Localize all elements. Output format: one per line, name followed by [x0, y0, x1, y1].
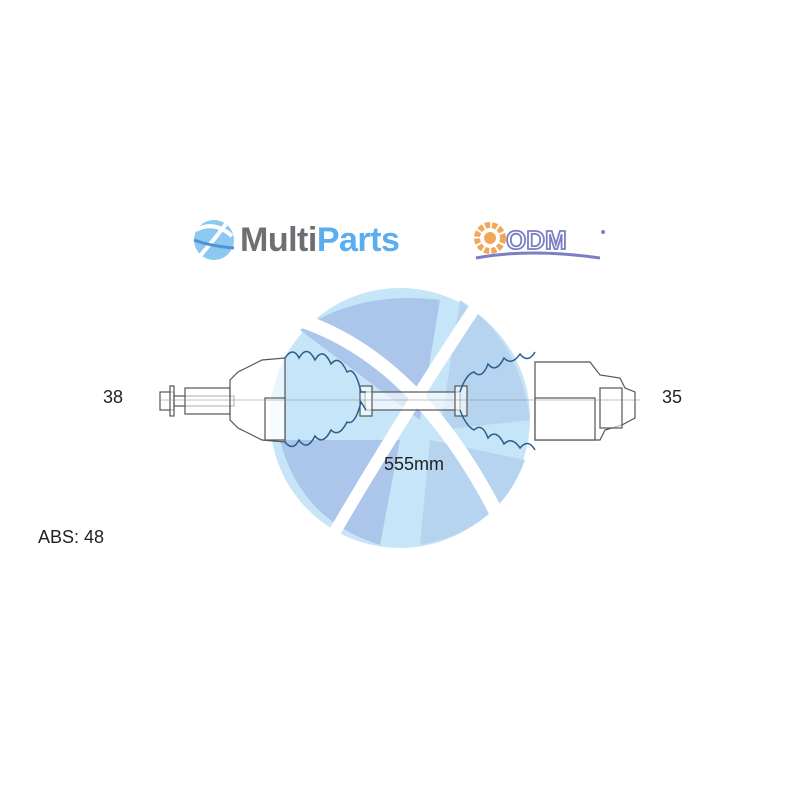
- odm-logo-text: ODM: [506, 225, 567, 255]
- cv-boots: [284, 350, 536, 451]
- shaft-length: 555mm: [384, 454, 445, 474]
- gear-icon: [474, 222, 506, 254]
- odm-logo: ODM: [470, 218, 615, 273]
- left-spline-count: 38: [103, 387, 124, 407]
- brand-name-part2: Parts: [316, 220, 400, 259]
- abs-ring-count: ABS: 48: [38, 527, 105, 547]
- globe-logo-icon: [193, 220, 235, 260]
- shaft: [364, 391, 461, 411]
- right-spline-count: 35: [662, 387, 683, 407]
- brand-name-part1: Multi: [240, 220, 317, 259]
